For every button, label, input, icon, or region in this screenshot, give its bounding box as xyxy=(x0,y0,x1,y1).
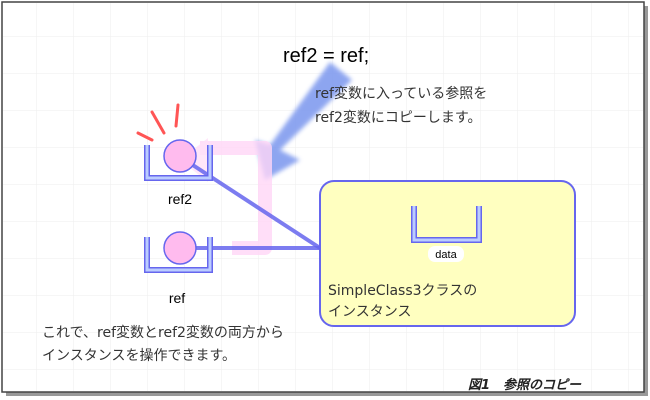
note-line2: ref2変数にコピーします。 xyxy=(315,109,482,126)
summary-line1: これで、ref変数とref2変数の両方から xyxy=(42,324,284,341)
copy-arrow xyxy=(255,62,352,180)
instance-label-line1: SimpleClass3クラスの xyxy=(328,283,477,299)
data-field-box xyxy=(411,206,482,243)
code-statement: ref2 = ref; xyxy=(283,45,369,67)
ref-variable-box xyxy=(144,231,213,273)
data-label-bg xyxy=(428,246,464,262)
ref-reference-value xyxy=(163,231,197,265)
note-line1: ref変数に入っている参照を xyxy=(315,85,487,102)
ref2-variable-box xyxy=(144,139,213,181)
sparkle-icon xyxy=(136,103,180,142)
ref-label: ref xyxy=(169,290,185,306)
summary-line2: インスタンスを操作できます。 xyxy=(42,348,236,364)
instance-label-line2: インスタンス xyxy=(328,304,411,320)
figure-caption: 図1 参照のコピー xyxy=(468,377,582,393)
ref2-reference-value xyxy=(163,139,197,173)
ref2-reference-line xyxy=(180,156,322,250)
data-field-label: data xyxy=(435,249,457,261)
ref2-label: ref2 xyxy=(168,191,192,207)
